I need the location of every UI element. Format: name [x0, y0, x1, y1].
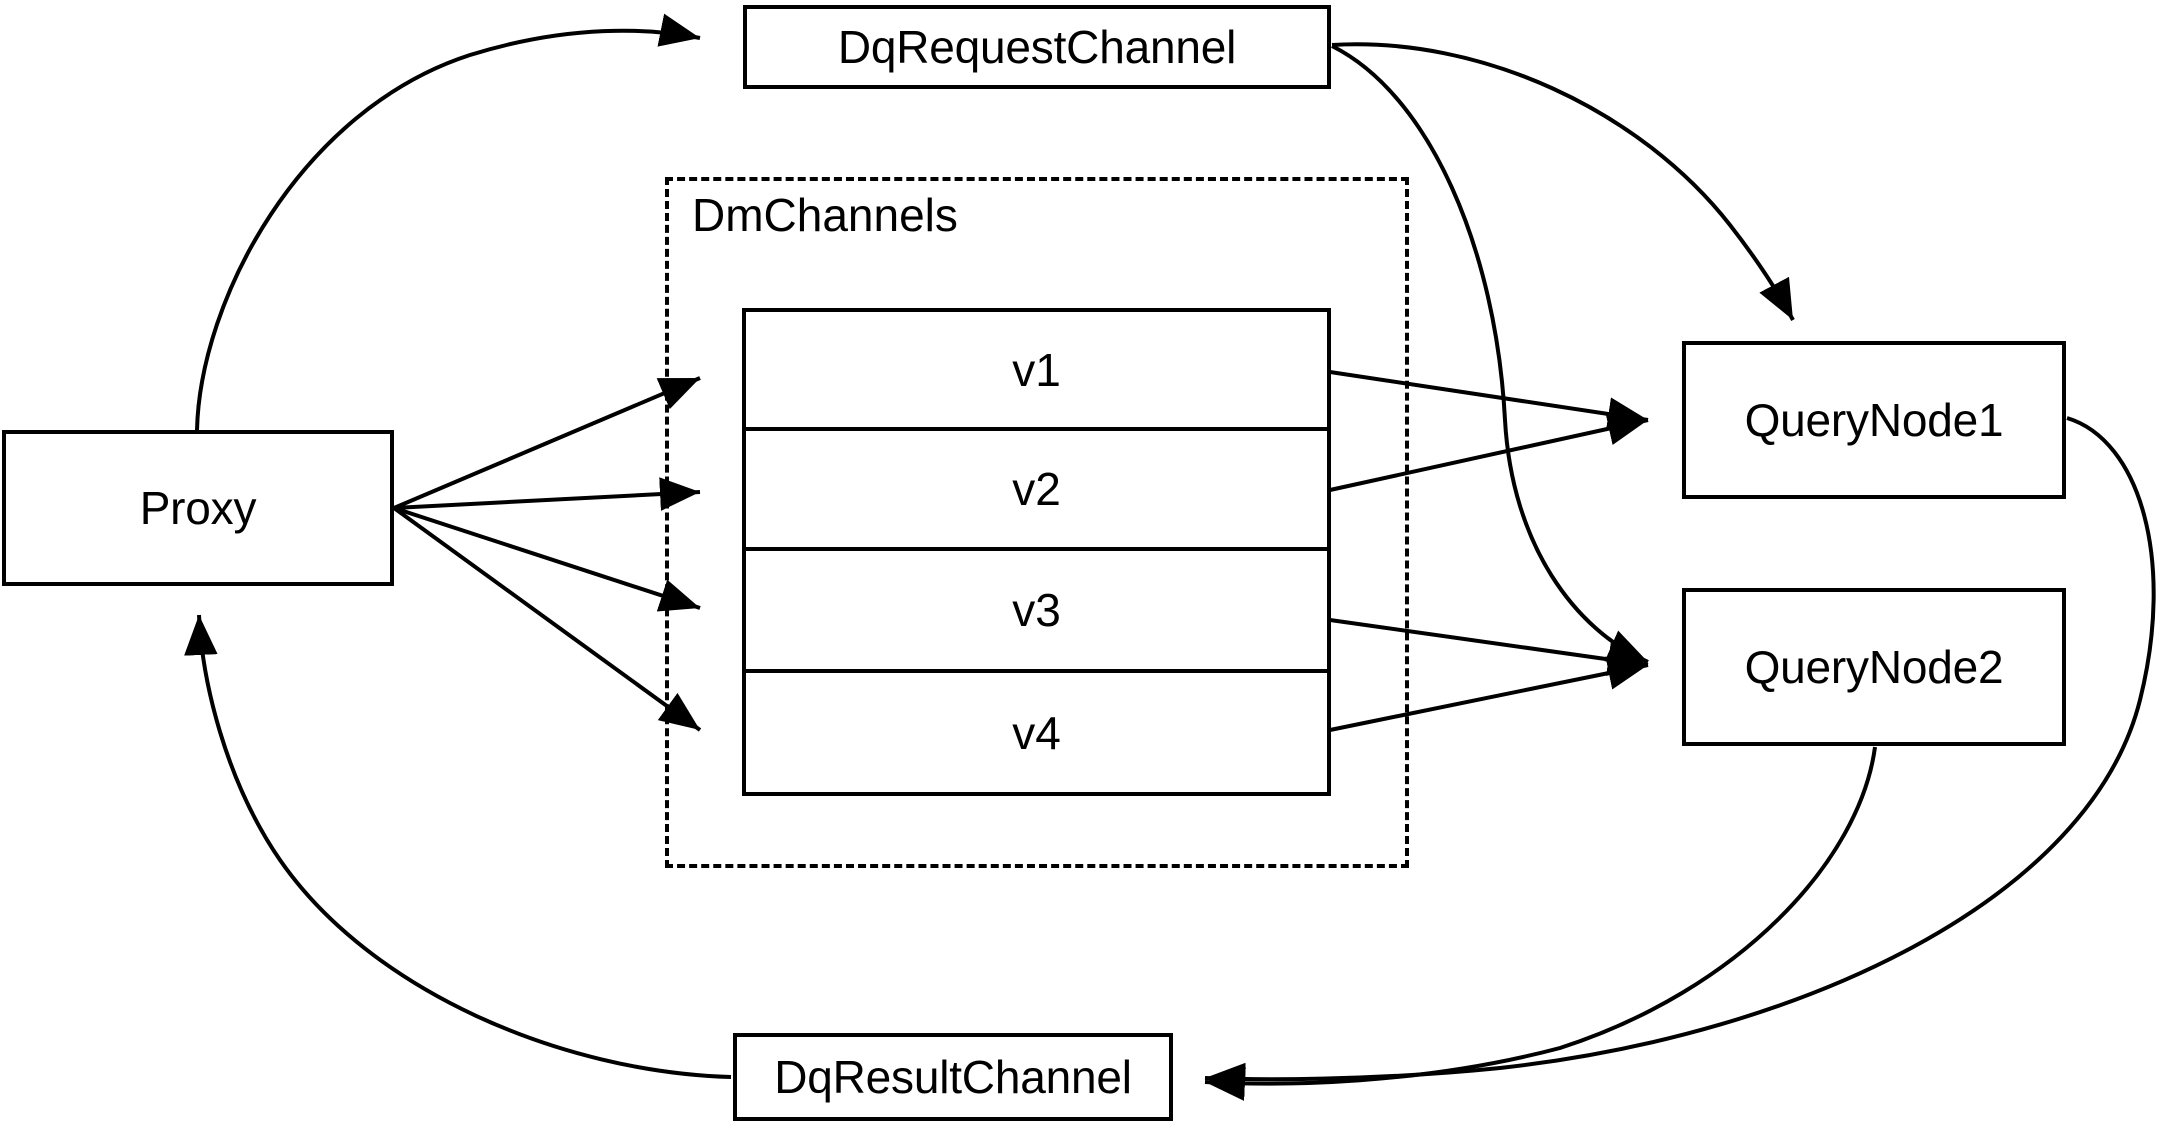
group-dmchannels	[665, 177, 1409, 868]
channel-row-v4-label: v4	[1012, 706, 1061, 759]
edge-proxy-to-v4	[392, 506, 702, 732]
node-querynode1[interactable]: QueryNode1	[1682, 341, 2066, 499]
channel-row-v2[interactable]: v2	[746, 431, 1327, 552]
channel-row-v4[interactable]: v4	[746, 673, 1327, 792]
channel-row-v1[interactable]: v1	[746, 312, 1327, 432]
edge-proxy-to-v2	[393, 477, 701, 511]
node-dqresultchannel[interactable]: DqResultChannel	[733, 1033, 1173, 1121]
node-dqrequestchannel[interactable]: DqRequestChannel	[743, 5, 1331, 89]
edge-v3-to-querynode2	[1329, 618, 1649, 677]
channel-row-v1-label: v1	[1012, 343, 1061, 396]
group-dmchannels-label: DmChannels	[692, 189, 958, 241]
edge-querynode1-to-dqresultchannel	[1204, 416, 2156, 1097]
edge-dqresultchannel-to-proxy	[184, 614, 732, 1079]
edge-v4-to-querynode2	[1329, 656, 1649, 732]
edge-dqrequestchannel-to-querynode1	[1331, 42, 1795, 321]
node-dqrequestchannel-label: DqRequestChannel	[837, 21, 1237, 73]
edge-querynode2-to-dqresultchannel	[1204, 746, 1877, 1101]
node-querynode1-label: QueryNode1	[1744, 394, 2004, 446]
node-querynode2[interactable]: QueryNode2	[1682, 588, 2066, 746]
channel-stack: v1 v2 v3 v4	[742, 308, 1331, 796]
edge-dqrequestchannel-to-querynode2	[1331, 44, 1649, 664]
edge-proxy-to-dqrequestchannel	[195, 13, 701, 431]
edge-proxy-to-v3	[393, 506, 701, 612]
edge-v2-to-querynode1	[1329, 412, 1649, 492]
channel-row-v2-label: v2	[1012, 463, 1061, 516]
channel-row-v3[interactable]: v3	[746, 551, 1327, 674]
node-proxy-label: Proxy	[139, 482, 257, 534]
node-proxy[interactable]: Proxy	[2, 430, 394, 586]
node-querynode2-label: QueryNode2	[1744, 641, 2004, 693]
edge-proxy-to-v1	[393, 376, 701, 510]
channel-row-v3-label: v3	[1012, 584, 1061, 637]
edge-v1-to-querynode1	[1329, 370, 1649, 431]
node-dqresultchannel-label: DqResultChannel	[774, 1051, 1132, 1103]
